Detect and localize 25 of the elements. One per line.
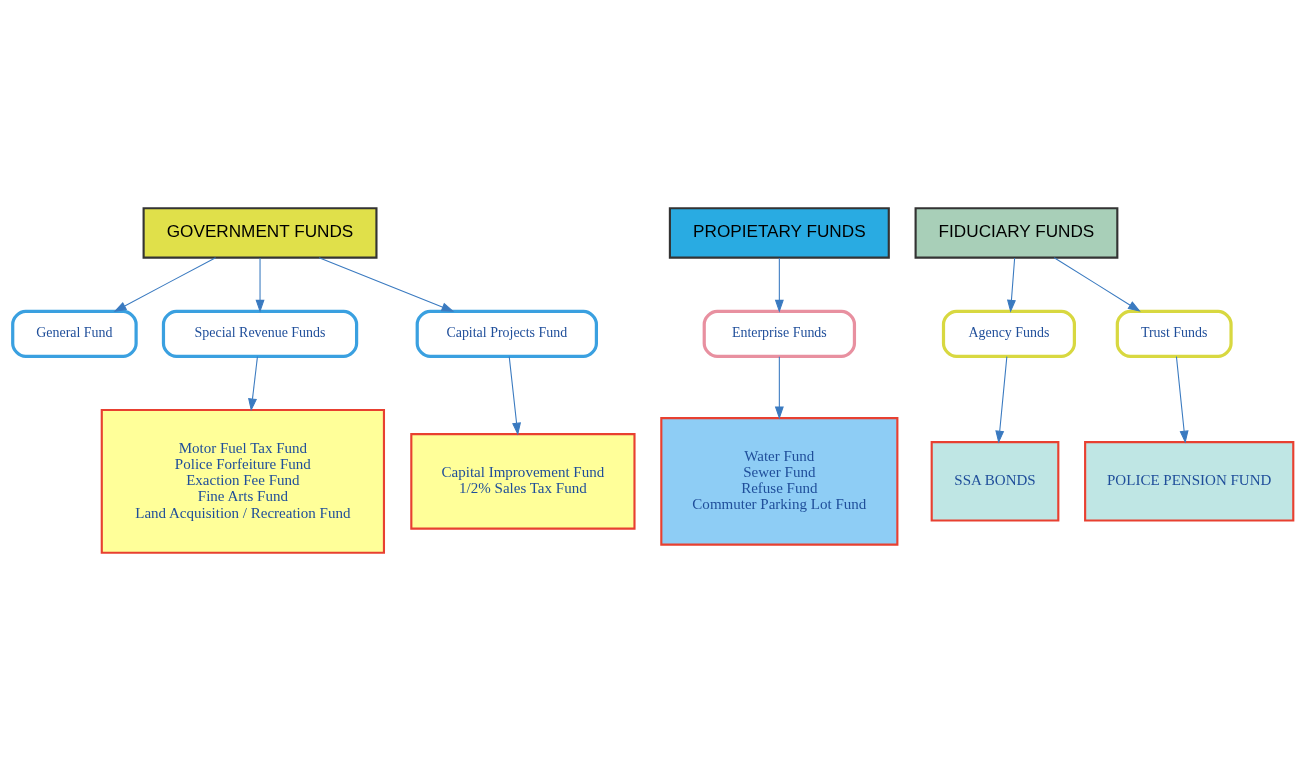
node-box: PROPIETARY FUNDS [668,207,890,259]
node-box: Agency Funds [941,309,1076,358]
node-box: POLICE PENSION FUND [1084,441,1295,522]
node-box: GOVERNMENT FUNDS [142,207,378,259]
node-box: SSA BONDS [930,441,1060,522]
node-box: Special Revenue Funds [161,309,359,358]
node-box: Capital Projects Fund [415,309,598,358]
arrow [255,257,265,313]
node-box: Trust Funds [1115,309,1233,358]
arrow [774,257,784,313]
arrow [1175,356,1189,444]
arrow [248,356,258,412]
node-box: Enterprise Funds [702,309,857,358]
arrow [318,257,455,312]
arrow [1006,257,1016,313]
arrow [508,356,522,436]
node-box: FIDUCIARY FUNDS [914,207,1119,259]
node-box: Capital Improvement Fund 1/2% Sales Tax Fund [410,433,636,530]
arrow [995,356,1008,444]
node-box: General Fund [11,309,138,358]
arrow [113,257,217,312]
arrow [1053,257,1141,312]
node-box: Water Fund Sewer Fund Refuse Fund Commuter Parking Lot Fund [660,416,899,546]
node-box: Motor Fuel Tax Fund Police Forfeiture Fund Exaction Fee Fund Fine Arts Fund Land Acquisition / Recreation Fund [100,408,386,554]
arrow [774,356,784,420]
